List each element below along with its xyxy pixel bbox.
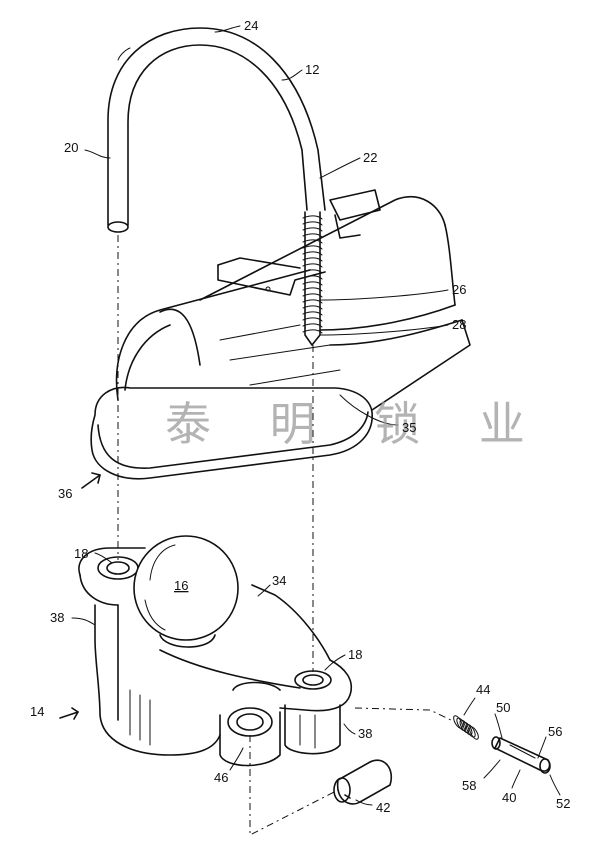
coupler-housing [90,189,471,480]
watermark-text: 泰 明 锁 业 [165,397,547,451]
ref-24: 24 [244,18,258,33]
hitch-ball [133,535,239,648]
ref-18-right: 18 [348,647,362,662]
ref-36: 36 [58,486,72,501]
ref-18-left: 18 [74,546,88,561]
center-lines [117,235,456,836]
spring-44 [453,715,479,740]
ball-mount-base [78,547,352,767]
reference-numerals: 24 12 20 22 26 28 35 36 18 16 34 38 18 1… [30,18,570,815]
ref-34: 34 [272,573,286,588]
ref-52: 52 [556,796,570,811]
ref-58: 58 [462,778,476,793]
ref-50: 50 [496,700,510,715]
u-bolt-shackle [107,27,326,233]
ref-44: 44 [476,682,490,697]
sleeve-42 [333,759,392,805]
ref-40: 40 [502,790,516,805]
ref-14: 14 [30,704,44,719]
lock-pin-40 [491,736,551,774]
threaded-end [302,211,323,346]
ref-22: 22 [363,150,377,165]
ref-35: 35 [402,420,416,435]
ref-42: 42 [376,800,390,815]
ref-26: 26 [452,282,466,297]
ref-56: 56 [548,724,562,739]
ref-38-left: 38 [50,610,64,625]
ref-12: 12 [305,62,319,77]
leader-lines [59,25,561,806]
ref-16: 16 [174,578,188,593]
ref-46: 46 [214,770,228,785]
ref-28: 28 [452,317,466,332]
ref-38-right: 38 [358,726,372,741]
ref-20: 20 [64,140,78,155]
